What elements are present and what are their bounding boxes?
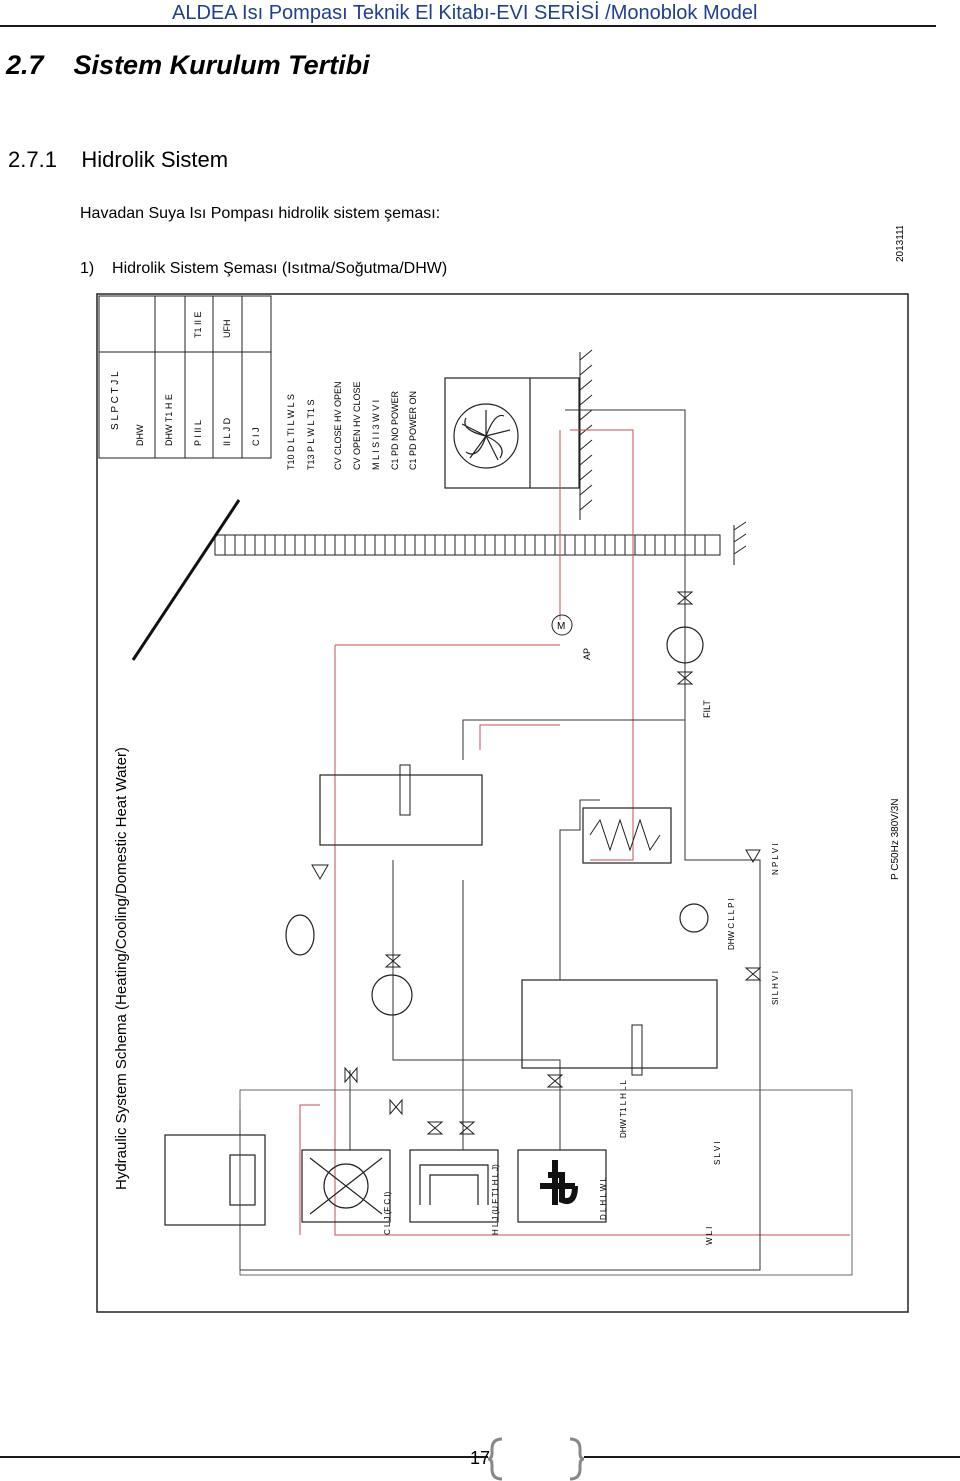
hydraulic-diagram: 20131115 S L P C T J L DHW DHW T1 H E P … — [96, 226, 909, 1313]
ap-label: AP — [582, 648, 592, 660]
subsection-title: 2.7.1 Hidrolik Sistem — [8, 147, 229, 172]
note-3: CV CLOSE HV OPEN — [333, 381, 343, 470]
note-7: C1 PD POWER ON — [408, 391, 418, 470]
ground-strip — [214, 521, 747, 565]
page-number-bracket — [488, 1437, 584, 1481]
note-1: T10 D L TI L W L S — [286, 394, 296, 470]
legend-table — [98, 295, 272, 459]
section-title: 2.7 Sistem Kurulum Tertibi — [6, 50, 370, 80]
legend-row-5: C I J — [251, 427, 261, 446]
dhw-heater — [631, 1024, 643, 1076]
legend-ufh: UFH — [222, 320, 232, 339]
intro-text: Havadan Suya Isı Pompası hidrolik sistem… — [80, 205, 441, 222]
label-nonreturn-valve: N P L V I — [771, 843, 780, 875]
drawing-frame — [96, 293, 909, 1313]
filter-label: FILT — [702, 700, 712, 718]
dhw-tank — [521, 979, 718, 1069]
note-4: CV OPEN HV CLOSE — [352, 381, 362, 470]
legend-row-1: DHW — [135, 424, 145, 446]
page-number: 17 — [469, 1448, 491, 1468]
pipes-red — [299, 429, 850, 1236]
label-water-inlet: W L I — [705, 1227, 714, 1245]
bottom-labels: C L J (F C I) H L J (U F T1 H L J) D L H… — [383, 843, 780, 1245]
motor-label: M — [557, 621, 565, 632]
tap-symbol — [540, 1160, 578, 1205]
power-label: P C50Hz 380V/3N — [890, 798, 901, 880]
label-dhw-pump: DHW C L L P I — [727, 898, 736, 950]
note-5: M L I S I I 3 W V I — [371, 400, 381, 470]
three-way-valve-motor — [551, 614, 573, 636]
list-item: 1) Hidrolik Sistem Şeması (Isıtma/Soğutm… — [80, 260, 448, 277]
notes-block: T10 D L TI L W L S T13 P L W L T1 S CV C… — [286, 381, 418, 470]
schema-title: Hydraulic System Schema (Heating/Cooling… — [113, 747, 130, 1190]
running-header: ALDEA Isı Pompası Teknik El Kitabı-EVI S… — [0, 0, 960, 28]
footer-rule — [0, 1456, 960, 1458]
inner-frame — [239, 1089, 853, 1276]
heat-pump-unit — [444, 377, 580, 489]
legend-row-3: P I II L — [193, 420, 203, 446]
label-safety-valve: S L V I — [713, 1141, 722, 1165]
pump-secondary — [371, 974, 413, 1016]
exchanger-coil — [589, 818, 661, 852]
pipes-dark — [239, 409, 761, 1271]
legend-row-4: II L J D — [222, 417, 232, 446]
heater-element — [399, 764, 411, 816]
pump-dhw — [679, 903, 709, 933]
note-6: C1 PD NO POWER — [390, 390, 400, 470]
legend-header: S L P C T J L — [110, 371, 121, 430]
running-title: ALDEA Isı Pompası Teknik El Kitabı-EVI S… — [172, 2, 758, 24]
valves — [311, 591, 762, 1135]
header-rule — [0, 25, 936, 27]
label-dhw: D L H L W L — [599, 1176, 608, 1220]
terminal-boxes — [164, 1134, 607, 1226]
expansion-vessel — [285, 914, 315, 956]
label-ufh: H L J (U F T1 H L J) — [491, 1164, 500, 1235]
legend-t1he: T1 II E — [193, 311, 203, 338]
pump-main — [666, 626, 704, 664]
heat-exchanger — [582, 807, 672, 864]
buffer-tank — [319, 774, 483, 846]
label-shutoff-valve: SI L H V I — [771, 971, 780, 1005]
diagonal-stroke — [131, 499, 241, 661]
date-code: 20131115 — [895, 226, 906, 262]
legend-row-2: DHW T1 H E — [164, 394, 174, 446]
wall-hatch — [579, 349, 593, 520]
label-fancoil: C L J (F C I) — [383, 1191, 392, 1235]
label-dhw-heater: DHW T1 L H L L — [619, 1080, 628, 1138]
note-2: T13 P L W L T1 S — [306, 399, 316, 470]
